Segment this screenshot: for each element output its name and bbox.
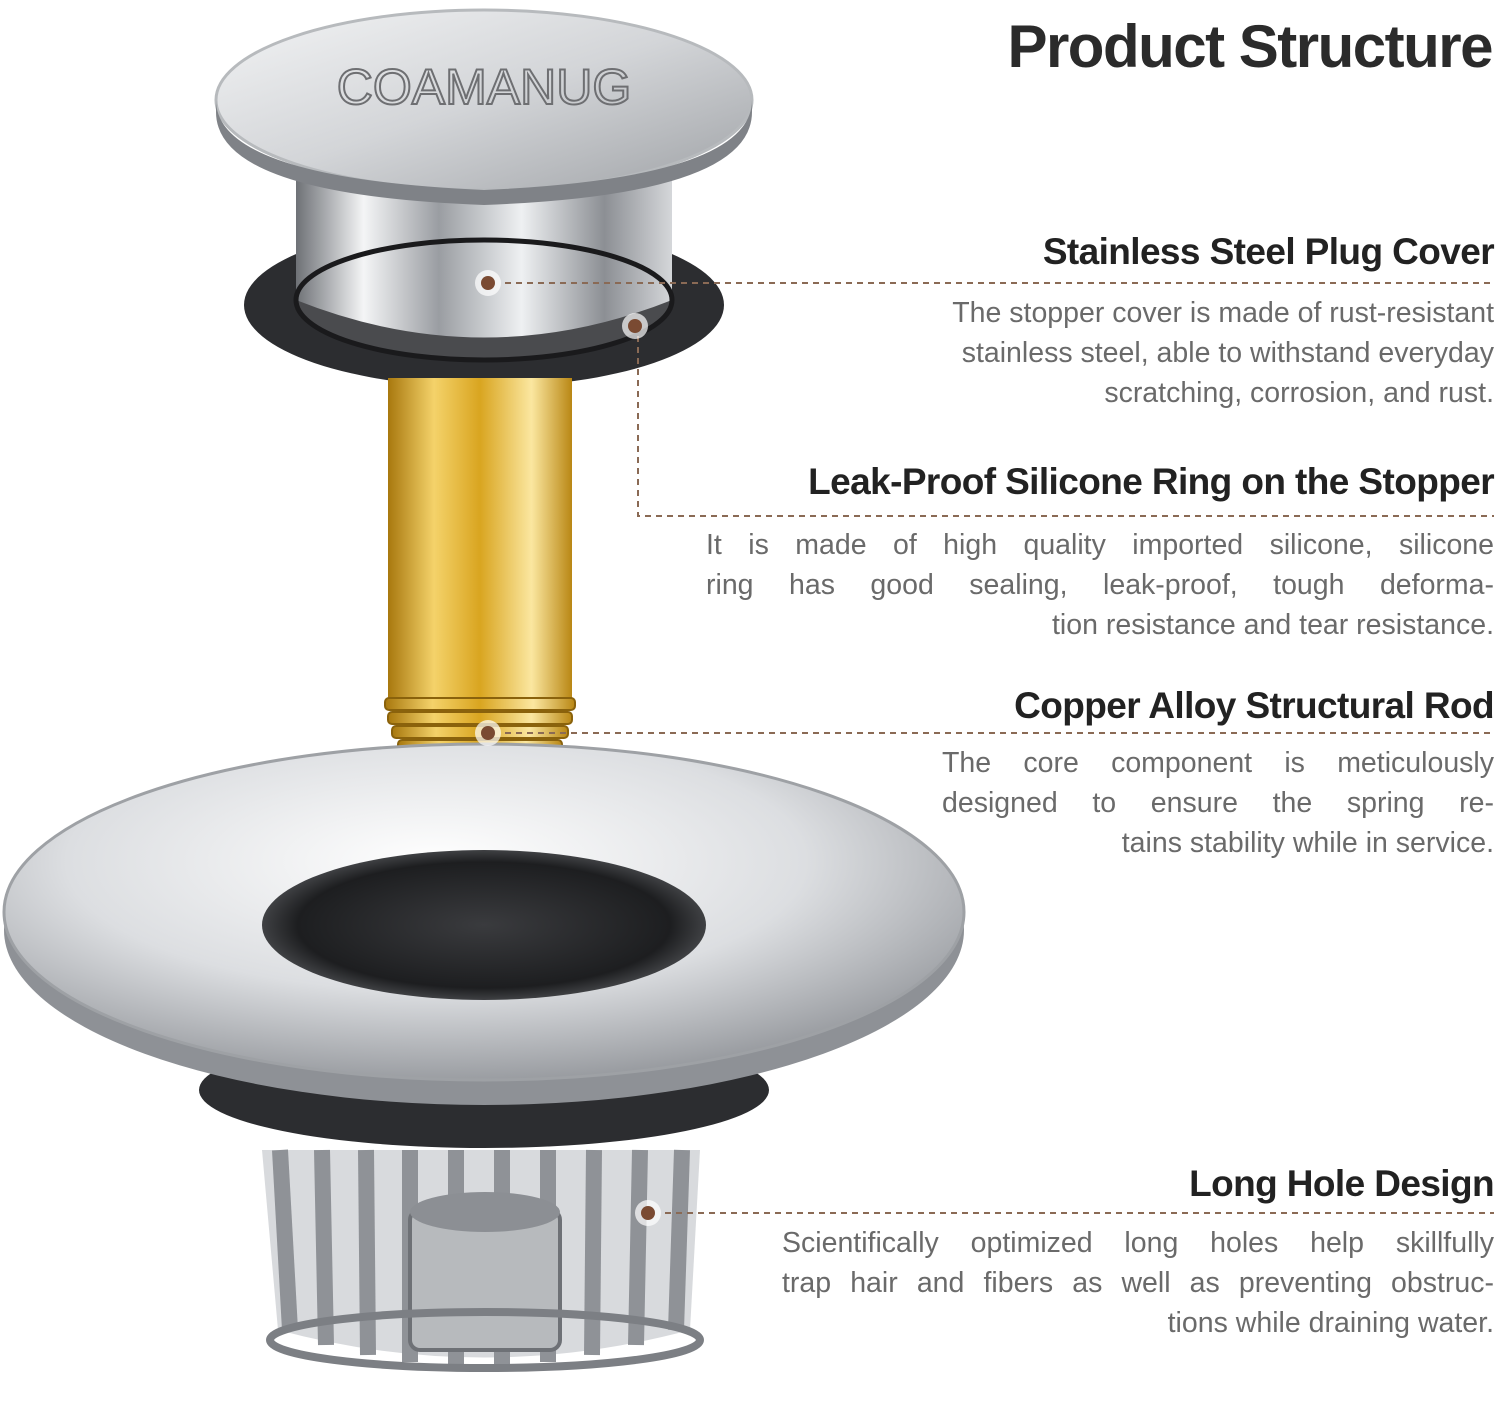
feature-heading: Copper Alloy Structural Rod xyxy=(1014,685,1495,726)
callout-lines xyxy=(505,282,1494,1214)
feature-rod: Copper Alloy Structural Rod The core com… xyxy=(942,685,1495,863)
feature-heading: Leak-Proof Silicone Ring on the Stopper xyxy=(808,461,1494,502)
feature-description: Scientifically optimized long holes help… xyxy=(782,1226,1494,1339)
drain-hole xyxy=(262,850,706,1000)
drain-flange xyxy=(2,742,966,1105)
plug-cover: COAMANUG xyxy=(214,8,754,387)
feature-heading: Stainless Steel Plug Cover xyxy=(1042,231,1495,272)
brand-mark: COAMANUG xyxy=(337,59,631,115)
feature-description: It is made of high quality imported sili… xyxy=(706,528,1494,641)
callout-dots xyxy=(475,270,661,1226)
feature-description: The core component is meticulously desig… xyxy=(942,746,1494,859)
feature-plug-cover: Stainless Steel Plug Cover The stopper c… xyxy=(794,231,1495,413)
feature-long-hole: Long Hole Design Scientifically optimize… xyxy=(782,1163,1495,1343)
page-title: Product Structure xyxy=(1007,13,1493,80)
feature-description: The stopper cover is made of rust-resist… xyxy=(952,296,1494,409)
feature-silicone-ring: Leak-Proof Silicone Ring on the Stopper … xyxy=(706,461,1495,645)
feature-heading: Long Hole Design xyxy=(1189,1163,1495,1204)
